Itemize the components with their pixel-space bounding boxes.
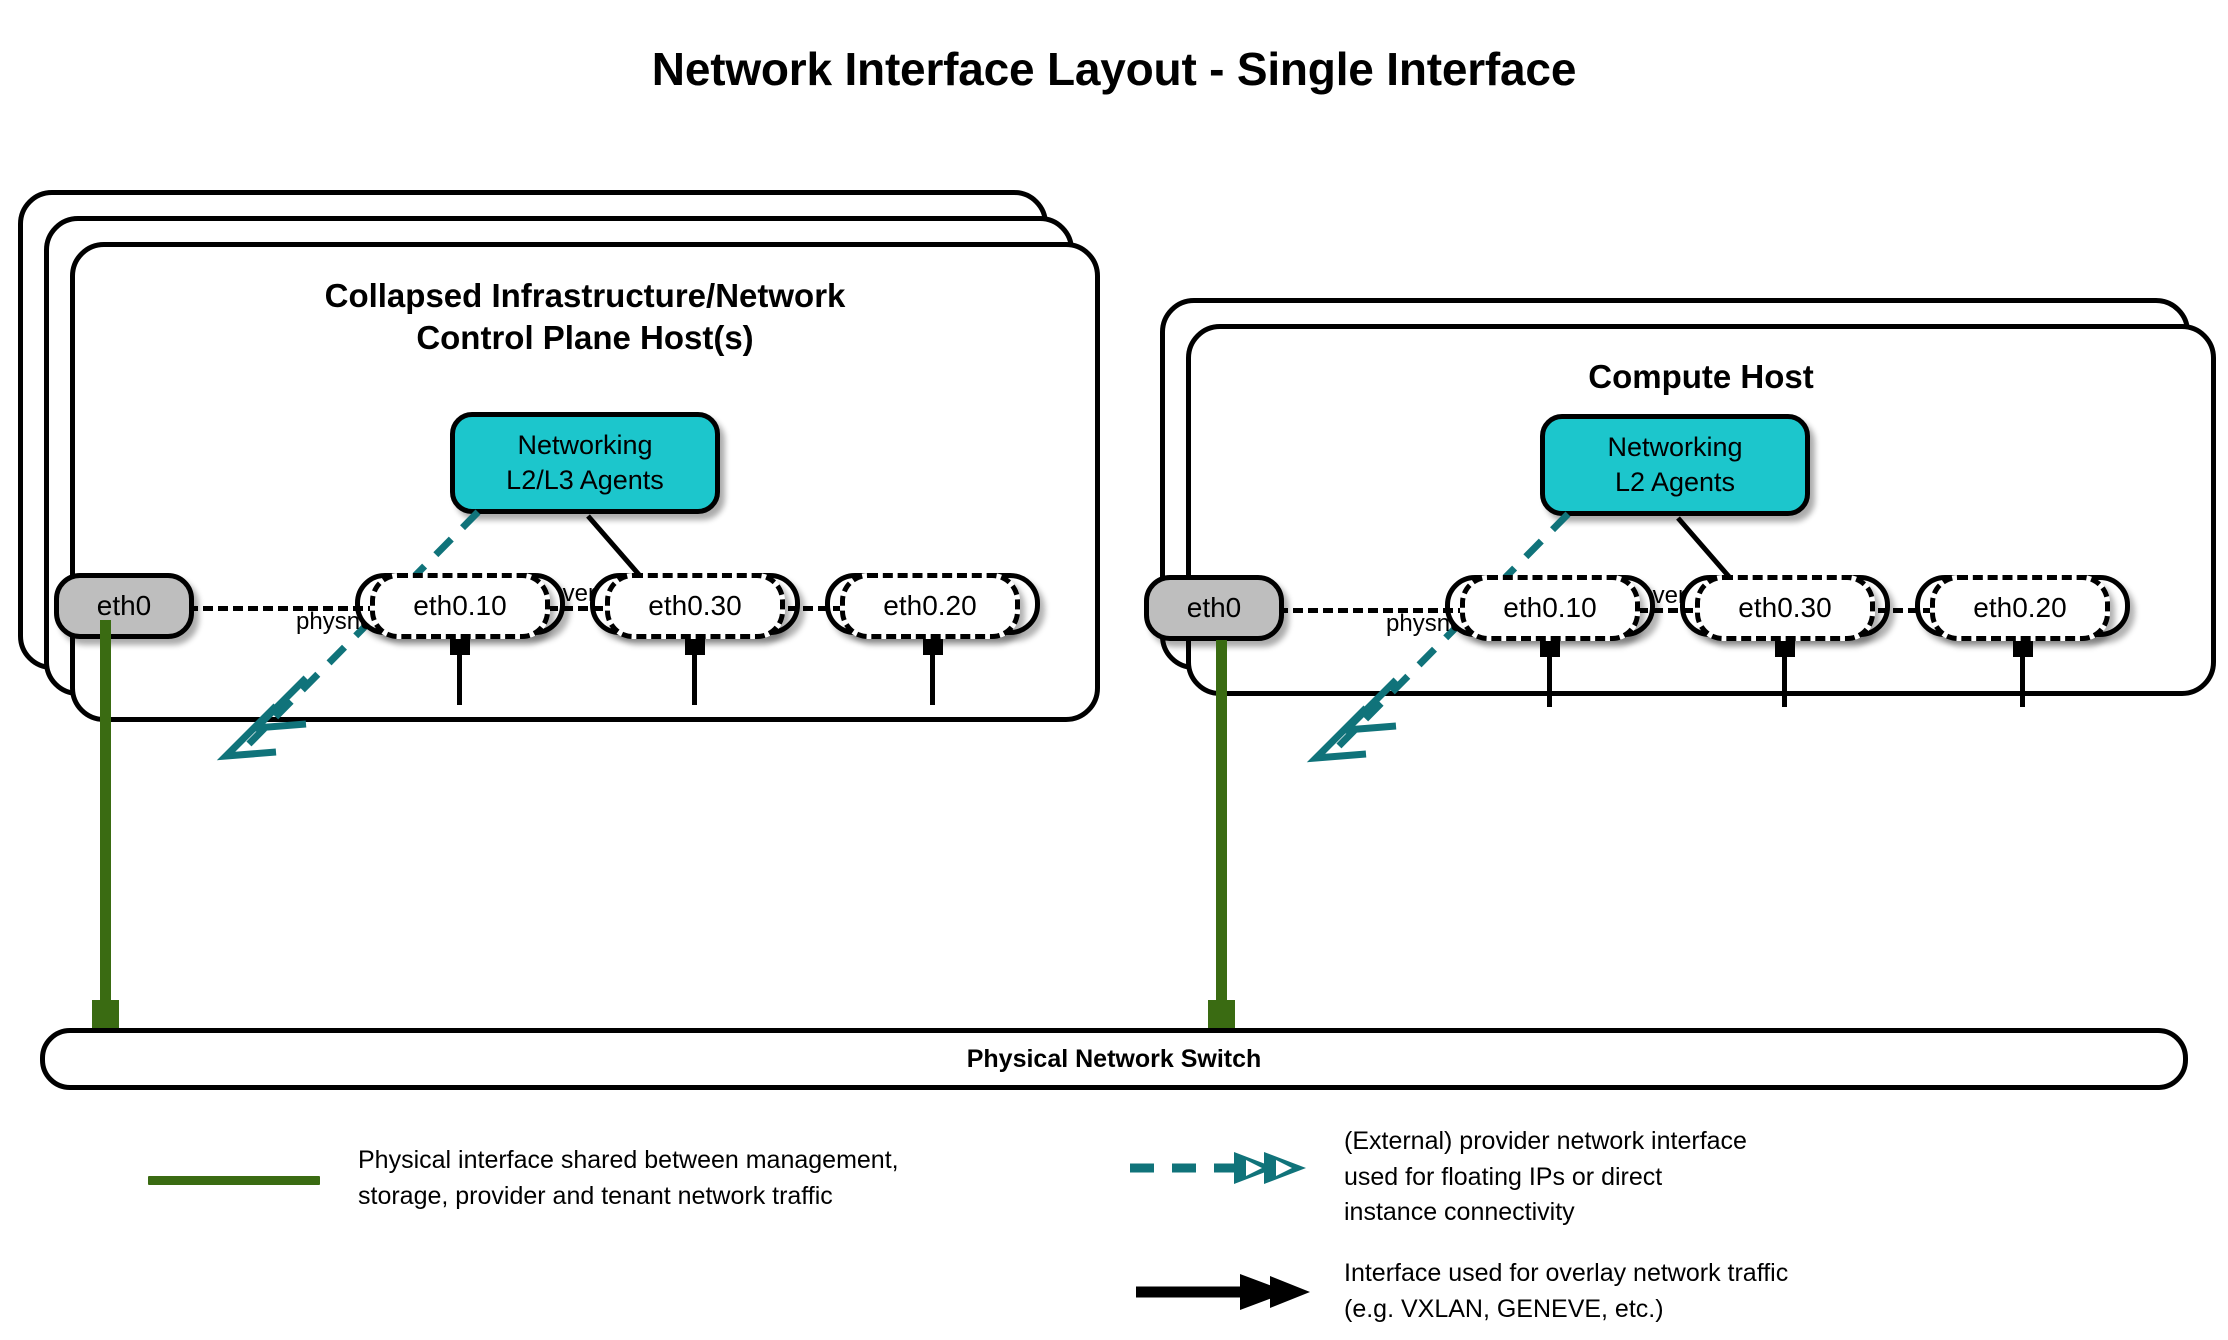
vlan-interface-eth0-30-control-plane[interactable]: eth0.30: [605, 573, 785, 639]
legend-text-overlay-interface: Interface used for overlay network traff…: [1344, 1259, 1789, 1323]
physical-uplink-compute: [1216, 640, 1227, 1020]
legend-text-provider-interface: (External) provider network interface us…: [1344, 1127, 1747, 1226]
host-title-control-plane: Collapsed Infrastructure/Network Control…: [70, 275, 1100, 359]
vlan-interface-eth0-10-compute[interactable]: eth0.10: [1460, 575, 1640, 641]
legend-marker-physical-line: [148, 1176, 320, 1185]
agent-label-line-1: Networking: [517, 429, 653, 460]
host-card-control-plane: Collapsed Infrastructure/Network Control…: [18, 190, 1113, 761]
nic-label: eth0: [1186, 592, 1242, 623]
vlan-label: eth0.30: [648, 590, 742, 621]
vlan-label: eth0.20: [1973, 592, 2067, 623]
bridge-to-vlan-line: [457, 633, 462, 705]
vlan-interface-eth0-20-compute[interactable]: eth0.20: [1930, 575, 2110, 641]
legend-marker-overlay-arrow: [1136, 1274, 1310, 1310]
vlan-interface-eth0-20-control-plane[interactable]: eth0.20: [840, 573, 1020, 639]
physical-nic-eth0-compute[interactable]: eth0: [1144, 575, 1284, 641]
vlan-label: eth0.10: [413, 590, 507, 621]
switch-label: Physical Network Switch: [966, 1044, 1262, 1073]
legend-marker-provider-arrow: [1130, 1152, 1306, 1184]
agent-label-line-1: Networking: [1607, 431, 1743, 462]
provider-link-control-plane: [216, 509, 481, 761]
host-title-line-1: Collapsed Infrastructure/Network: [324, 277, 846, 314]
physical-uplink-control-plane: [100, 620, 111, 1020]
vlan-bus-line: [1248, 608, 2038, 613]
networking-agents-box-control-plane[interactable]: Networking L2/L3 Agents: [450, 412, 720, 514]
networking-agents-box-compute[interactable]: Networking L2 Agents: [1540, 414, 1810, 516]
host-title-line-1: Compute Host: [1588, 358, 1814, 395]
bridge-to-vlan-line: [692, 633, 697, 705]
vlan-interface-eth0-30-compute[interactable]: eth0.30: [1695, 575, 1875, 641]
vlan-label: eth0.10: [1503, 592, 1597, 623]
bridge-to-vlan-line: [1782, 635, 1787, 707]
bridge-to-vlan-line: [2020, 635, 2025, 707]
host-card-compute: Compute Host Networking L2 Agents physne…: [1144, 298, 2220, 763]
vlan-label: eth0.20: [883, 590, 977, 621]
vlan-bus-line: [158, 606, 948, 611]
vlan-interface-eth0-10-control-plane[interactable]: eth0.10: [370, 573, 550, 639]
vlan-label: eth0.30: [1738, 592, 1832, 623]
host-title-line-2: Control Plane Host(s): [416, 319, 754, 357]
provider-link-compute: [1306, 511, 1571, 763]
nic-label: eth0: [96, 590, 152, 621]
agent-label-line-2: L2 Agents: [1614, 467, 1736, 497]
bridge-to-vlan-line: [1547, 635, 1552, 707]
agent-label-line-2: L2/L3 Agents: [506, 465, 664, 495]
physical-nic-eth0-control-plane[interactable]: eth0: [54, 573, 194, 639]
page-title: Network Interface Layout - Single Interf…: [651, 43, 1577, 95]
bridge-to-vlan-line: [930, 633, 935, 705]
host-title-compute: Compute Host: [1186, 356, 2216, 398]
legend-text-physical-interface: Physical interface shared between manage…: [358, 1146, 899, 1210]
physical-network-switch[interactable]: Physical Network Switch: [40, 1028, 2188, 1090]
